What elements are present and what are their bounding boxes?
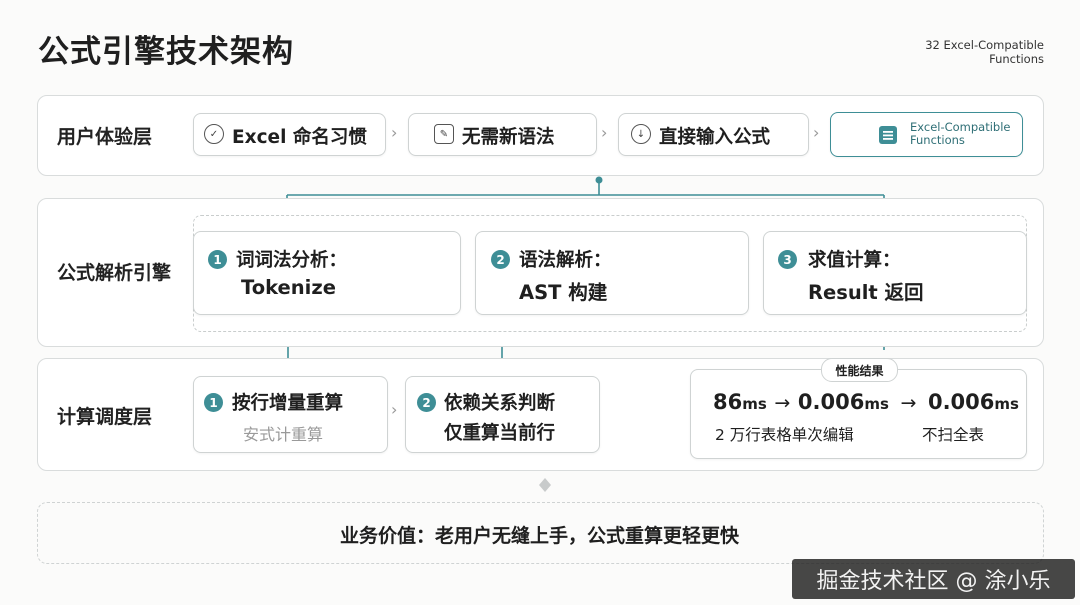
layer-label-scheduler: 计算调度层 — [57, 406, 153, 428]
step-title: 词词法分析： — [236, 250, 348, 271]
business-value-box — [37, 502, 1044, 564]
chevron-right-icon: › — [601, 123, 608, 142]
business-value-text: 业务价值：老用户无缝上手，公式重算更轻更快 — [339, 525, 739, 547]
metric-unit: ms — [864, 395, 889, 413]
performance-note-rows: 2 万行表格单次编辑 — [715, 426, 854, 444]
step-number-badge: 2 — [417, 393, 436, 412]
ux-item-direct-input: ↓ 直接输入公式 — [618, 113, 809, 156]
ux-item-excel-naming: ✓ Excel 命名习惯 — [193, 113, 386, 156]
ux-badge-excel-compatible: Excel-Compatible Functions — [830, 112, 1023, 157]
performance-tag: 性能结果 — [821, 358, 898, 382]
metric-after-value: 0.006 — [797, 390, 865, 414]
step-title: 按行增量重算 — [232, 393, 344, 414]
corner-note-line1: 32 Excel-Compatible — [925, 38, 1044, 52]
chevron-right-icon: › — [391, 400, 398, 419]
shield-check-icon: ✓ — [204, 124, 224, 144]
ux-item-no-new-syntax: ✎ 无需新语法 — [408, 113, 597, 156]
input-icon: ↓ — [631, 124, 651, 144]
metric-final-value: 0.006 — [927, 390, 995, 414]
arrow-right-icon: → — [900, 392, 917, 414]
step-number-badge: 3 — [778, 250, 797, 269]
step-number-badge: 1 — [204, 393, 223, 412]
step-title: 依赖关系判断 — [444, 393, 556, 414]
page-title: 公式引擎技术架构 — [38, 34, 294, 70]
step-number-badge: 2 — [491, 250, 510, 269]
metric-unit: ms — [994, 395, 1019, 413]
performance-note-scan: 不扫全表 — [922, 426, 985, 444]
ux-item-label: Excel 命名习惯 — [232, 127, 367, 148]
sheet-icon — [879, 126, 897, 144]
scheduler-step-dependency: 2 依赖关系判断 仅重算当前行 — [405, 376, 600, 453]
scheduler-step-incremental: 1 按行增量重算 安式计重算 — [193, 376, 388, 453]
metric-unit: ms — [742, 395, 767, 413]
step-subtitle: AST 构建 — [519, 281, 608, 304]
layer-label-parser: 公式解析引擎 — [57, 262, 172, 284]
chevron-right-icon: › — [813, 123, 820, 142]
step-subtitle: 仅重算当前行 — [444, 423, 556, 444]
metric-before-value: 86 — [713, 390, 743, 414]
step-subtitle-faded: 安式计重算 — [243, 425, 324, 444]
step-subtitle: Tokenize — [241, 276, 336, 299]
corner-note: 32 Excel-Compatible Functions — [844, 38, 1044, 66]
badge-line1: Excel-Compatible — [910, 120, 1011, 134]
performance-metrics: 86ms → 0.006ms → 0.006ms — [713, 390, 1019, 414]
arrow-right-icon: → — [774, 392, 791, 414]
step-title: 求值计算： — [808, 250, 901, 271]
ux-item-label: 无需新语法 — [462, 127, 555, 148]
badge-line2: Functions — [910, 133, 965, 147]
step-subtitle: Result 返回 — [808, 281, 924, 304]
badge-text: Excel-Compatible Functions — [910, 121, 1011, 147]
corner-note-line2: Functions — [989, 52, 1044, 66]
watermark: 掘金技术社区 @ 涂小乐 — [792, 559, 1075, 599]
step-number-badge: 1 — [208, 250, 227, 269]
step-title: 语法解析： — [519, 250, 612, 271]
parser-step-ast: 2 语法解析： AST 构建 — [475, 231, 749, 315]
performance-result-card: 86ms → 0.006ms → 0.006ms 2 万行表格单次编辑 不扫全表 — [690, 369, 1027, 459]
parser-step-tokenize: 1 词词法分析： Tokenize — [193, 231, 461, 315]
ux-item-label: 直接输入公式 — [659, 127, 771, 148]
parser-step-evaluate: 3 求值计算： Result 返回 — [763, 231, 1027, 315]
edit-icon: ✎ — [434, 124, 454, 144]
chevron-right-icon: › — [391, 123, 398, 142]
layer-label-ux: 用户体验层 — [57, 126, 153, 148]
